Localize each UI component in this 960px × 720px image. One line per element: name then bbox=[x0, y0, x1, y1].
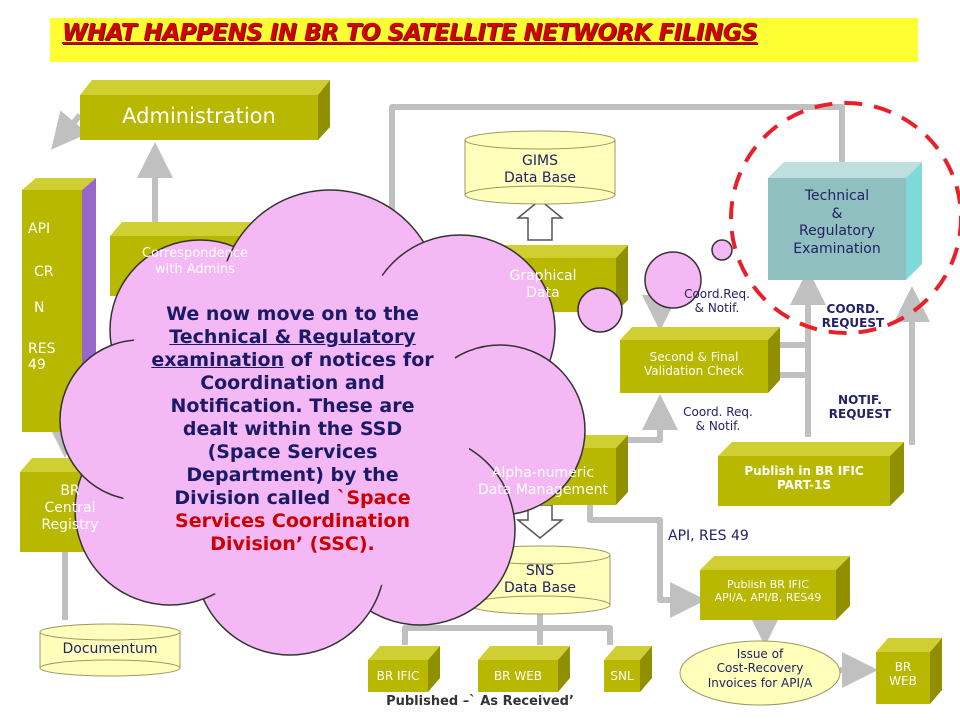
technical-label: Technical & Regulatory Examination bbox=[793, 188, 881, 257]
arrow-to-sns bbox=[515, 504, 565, 539]
second-final-label: Second & Final Validation Check bbox=[644, 350, 744, 379]
issue-ellipse bbox=[679, 640, 841, 706]
title-bar bbox=[50, 18, 918, 62]
br-ific-box bbox=[368, 646, 440, 692]
page-title: WHAT HAPPENS IN BR TO SATELLITE NETWORK … bbox=[62, 20, 758, 46]
br-web-label: BR WEB bbox=[493, 669, 543, 683]
arrow-sf-to-tech bbox=[778, 269, 826, 348]
bubble-trail-medium bbox=[644, 251, 702, 309]
br-web-right-box bbox=[876, 638, 942, 704]
administration-label: Administration bbox=[122, 104, 276, 128]
publish-api-box bbox=[700, 556, 850, 620]
notif-request-label: NOTIF. REQUEST bbox=[828, 393, 892, 422]
administration-box bbox=[80, 80, 330, 140]
api-res49-label: API, RES 49 bbox=[668, 528, 749, 544]
graphical-label: Graphical Data bbox=[509, 268, 577, 301]
documentum-cylinder bbox=[39, 623, 181, 677]
second-final-box bbox=[620, 327, 780, 393]
arrow-to-gims bbox=[515, 199, 565, 241]
documentum-label: Documentum bbox=[62, 641, 158, 657]
footer-published: Published –` As Received’ bbox=[386, 694, 574, 709]
arrow-api-res49 bbox=[587, 505, 706, 618]
correspondence-label: Correspondence with Admins bbox=[141, 246, 249, 277]
issue-invoices-label: Issue of Cost-Recovery Invoices for API/… bbox=[707, 647, 813, 690]
thought-bubble bbox=[59, 189, 733, 656]
gims-cylinder bbox=[464, 130, 616, 205]
snl-label: SNL bbox=[610, 669, 634, 683]
publish-part1s-label: Publish in BR IFIC PART-1S bbox=[744, 464, 864, 493]
coord-notif-top-label: Coord.Req. & Notif. bbox=[684, 287, 750, 316]
bubble-text: We now move on to the Technical & Regula… bbox=[151, 303, 434, 555]
sns-label: SNS Data Base bbox=[504, 563, 576, 596]
line-sf-tech-2 bbox=[778, 290, 811, 378]
technical-box bbox=[768, 162, 922, 280]
publish-api-label: Publish BR IFIC API/A, API/B, RES49 bbox=[714, 578, 822, 605]
highlight-dashed-circle bbox=[729, 101, 960, 335]
alphanumeric-label: Alpha-numeric Data Management bbox=[477, 465, 609, 498]
arrow-admin-to-api bbox=[51, 110, 89, 150]
publish-part1s-box bbox=[718, 442, 904, 506]
central-registry-label: BR Central Registry bbox=[41, 483, 99, 533]
br-web-box bbox=[478, 646, 570, 692]
coord-notif-mid-label: Coord. Req. & Notif. bbox=[683, 405, 753, 434]
api-list-label: API CR N RES 49 bbox=[28, 221, 56, 373]
br-ific-label: BR IFIC bbox=[376, 669, 420, 683]
br-web-right-label: BR WEB bbox=[889, 660, 917, 689]
gims-label: GIMS Data Base bbox=[504, 153, 576, 186]
arrow-coord-mid bbox=[628, 394, 678, 443]
snl-box bbox=[604, 646, 652, 692]
line-sns-bottom bbox=[402, 625, 613, 645]
coord-request-label: COORD. REQUEST bbox=[821, 302, 885, 331]
bubble-trail-large bbox=[577, 287, 623, 333]
bubble-trail-small bbox=[711, 239, 733, 261]
